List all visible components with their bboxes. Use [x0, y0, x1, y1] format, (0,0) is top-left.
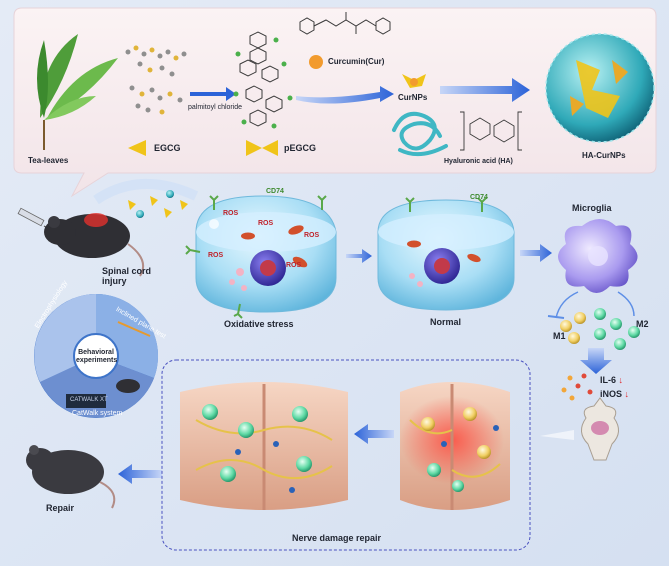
cytokine-dots	[561, 373, 593, 401]
il6-row: IL-6 ↓	[600, 376, 623, 385]
egcg-molecule-cloud	[125, 45, 187, 115]
egcg-wedge-icon	[128, 140, 146, 156]
il6-down-arrow: ↓	[618, 375, 624, 385]
inos-down-arrow: ↓	[624, 389, 630, 399]
tea-leaves-image	[37, 34, 118, 150]
cd74-label-2: CD74	[470, 194, 488, 201]
to-normal-arrow	[346, 249, 372, 263]
pegcg-molecule	[233, 31, 293, 129]
nerve-repair-box	[161, 359, 531, 551]
to-repair-arrow	[118, 464, 162, 484]
curcumin-molecule	[299, 12, 391, 35]
oxidative-stress-label: Oxidative stress	[224, 319, 294, 329]
microglia-label: Microglia	[572, 203, 612, 213]
inos-row: iNOS ↓	[600, 390, 629, 399]
injured-tissue	[400, 382, 510, 510]
curcumin-label: Curcumin(Cur)	[328, 57, 385, 66]
spine-bone-image	[540, 397, 619, 461]
ros-label-3: ROS	[304, 232, 320, 239]
catwalk-system-label: CatWalk system	[72, 410, 123, 417]
ha-curnps-label: HA-CurNPs	[582, 151, 626, 160]
to-ha-curnps-arrow	[440, 78, 530, 102]
behavioral-experiments-wheel	[34, 294, 159, 418]
oxidative-stress-cell	[185, 195, 337, 319]
pegcg-bowtie-icon	[246, 140, 278, 156]
to-m2-arrow	[617, 291, 635, 317]
ros-label-4: ROS	[208, 252, 224, 259]
injured-mouse-image	[44, 213, 144, 277]
spinal-cord-injury-label: Spinal cord injury	[102, 266, 152, 287]
m1-label: M1	[553, 331, 566, 341]
m1-cells	[560, 312, 586, 344]
normal-label: Normal	[430, 317, 462, 327]
repaired-mouse-image	[26, 445, 116, 509]
ros-label-5: ROS	[286, 262, 302, 269]
palmitoyl-arrow	[190, 87, 236, 101]
inos-label: iNOS	[600, 389, 623, 399]
repaired-tissue	[180, 382, 348, 510]
nerve-damage-repair-label: Nerve damage repair	[292, 533, 382, 543]
pegcg-label: pEGCG	[284, 143, 317, 153]
cd74-label-1: CD74	[266, 188, 284, 195]
to-cytokines-arrow	[580, 348, 612, 374]
to-curnps-arrow	[296, 86, 394, 104]
hyaluronic-acid-coil	[392, 111, 448, 157]
egcg-label: EGCG	[154, 143, 181, 153]
repair-label: Repair	[46, 503, 75, 513]
behavioral-experiments-label: Behavioral experiments	[76, 349, 118, 364]
to-m1-arrow	[555, 291, 579, 319]
microglia-cell	[558, 219, 638, 293]
catwalk-screen-label: CATWALK XT	[70, 397, 108, 403]
palmitoyl-chloride-label: palmitoyl chloride	[188, 104, 243, 111]
ha-structure	[460, 111, 522, 151]
to-microglia-arrow	[520, 244, 552, 262]
normal-cell	[377, 197, 515, 311]
nanoparticle-stream	[128, 190, 188, 218]
m2-cells	[594, 308, 640, 350]
curnps-label: CurNPs	[398, 93, 428, 102]
hyaluronic-acid-label: Hyaluronic acid (HA)	[444, 158, 513, 165]
ros-label-2: ROS	[258, 220, 274, 227]
to-repaired-tissue-arrow	[354, 424, 394, 444]
ha-curnps-sphere	[545, 33, 655, 143]
il6-label: IL-6	[600, 375, 617, 385]
tea-leaves-label: Tea-leaves	[28, 156, 69, 165]
curnps-cluster-icon	[402, 74, 426, 88]
m2-label: M2	[636, 319, 649, 329]
ros-label-1: ROS	[223, 210, 239, 217]
curcumin-sphere	[309, 55, 323, 69]
